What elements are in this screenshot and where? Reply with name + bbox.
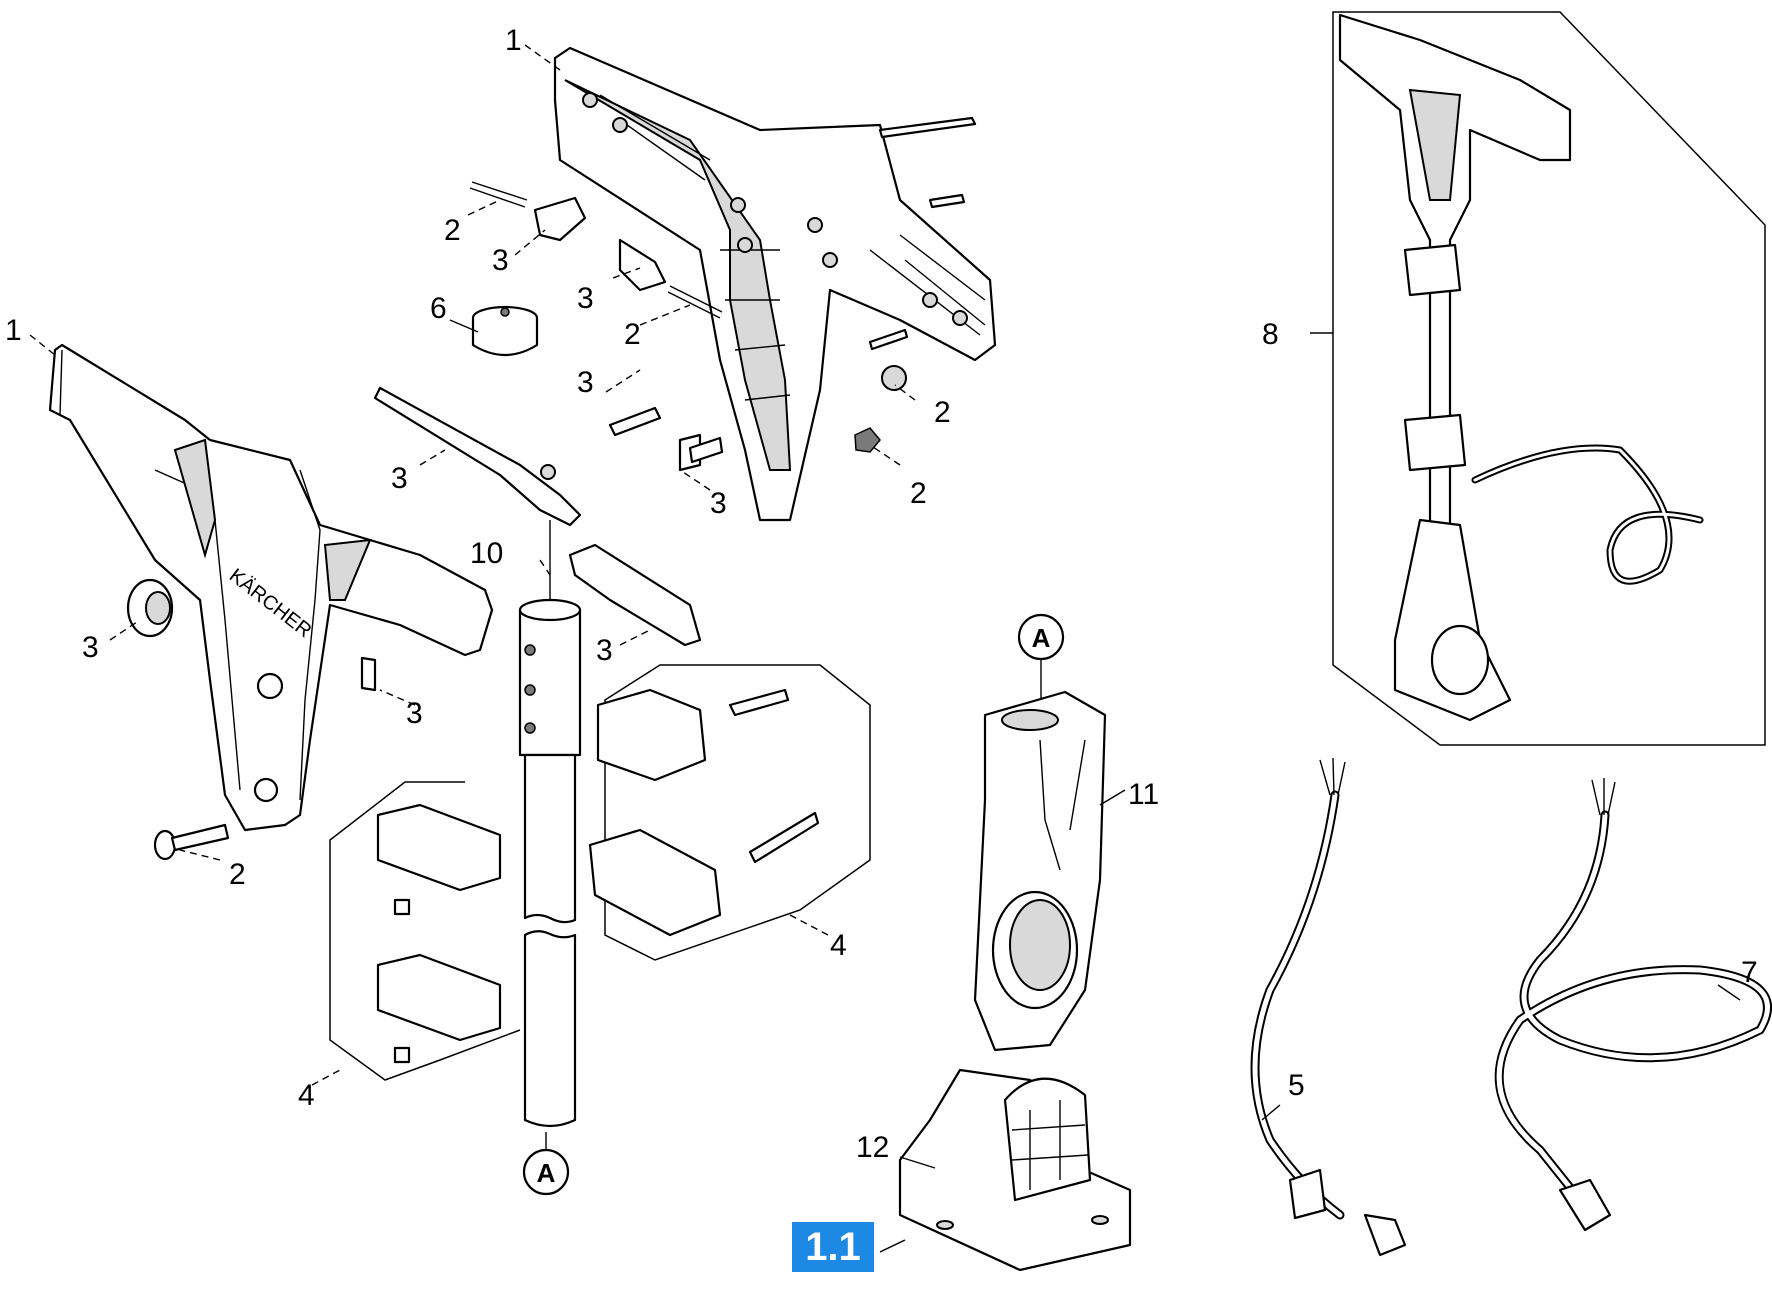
- power-cable-7: [1494, 778, 1772, 1232]
- connector-marker-top: A: [1017, 613, 1065, 661]
- bracket-part: [973, 690, 1107, 1052]
- callout-5: 5: [1288, 1069, 1305, 1102]
- connector-letter: A: [537, 1158, 556, 1188]
- callout-1-left: 1: [5, 314, 22, 347]
- clamp-group-right: [588, 664, 871, 961]
- callout-2d: 2: [910, 477, 927, 510]
- callout-12: 12: [856, 1131, 889, 1164]
- connector-marker-bottom: A: [522, 1148, 570, 1196]
- callout-8: 8: [1262, 318, 1279, 351]
- callout-2a: 2: [444, 214, 461, 247]
- callout-2b: 2: [624, 318, 641, 351]
- callout-11: 11: [1128, 778, 1159, 811]
- callout-4-left: 4: [298, 1079, 315, 1112]
- handle-top-part: [553, 46, 997, 522]
- callout-2c: 2: [934, 396, 951, 429]
- callout-10: 10: [470, 537, 503, 570]
- handle-left-part: KÄRCHER: [48, 343, 494, 832]
- callout-3c: 3: [577, 366, 594, 399]
- assembly-overview: [1332, 11, 1766, 746]
- small-parts: [126, 116, 977, 861]
- callout-3h: 3: [596, 634, 613, 667]
- callout-2e: 2: [229, 858, 246, 891]
- callout-4-right: 4: [830, 929, 847, 962]
- power-cable-5: [1250, 757, 1407, 1257]
- callout-3b: 3: [577, 282, 594, 315]
- callout-6: 6: [430, 292, 447, 325]
- base-part: [898, 1068, 1132, 1272]
- callout-7: 7: [1741, 956, 1758, 989]
- rod-assembly: [518, 520, 582, 1128]
- callout-3e: 3: [710, 487, 727, 520]
- leader-lines: [29, 44, 1741, 1253]
- callout-3f: 3: [82, 631, 99, 664]
- clamp-group-left: [329, 781, 521, 1081]
- callout-3d: 3: [391, 462, 408, 495]
- callout-labels: 1 1 2 2 2 2 2 3 3 3 3 3 3 3 3 4 4 5 6 7 …: [5, 24, 1758, 1164]
- callout-3g: 3: [406, 697, 423, 730]
- callout-3a: 3: [492, 244, 509, 277]
- callout-1-top: 1: [505, 24, 522, 57]
- connector-letter: A: [1032, 623, 1051, 653]
- section-number-badge: 1.1: [792, 1222, 874, 1272]
